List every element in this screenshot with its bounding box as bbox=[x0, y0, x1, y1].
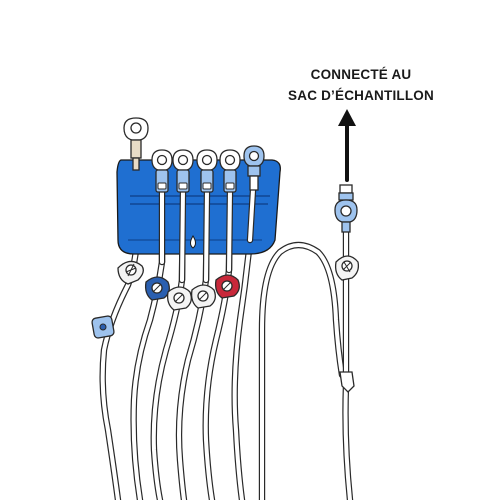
pinch-clamp-icon bbox=[334, 255, 360, 281]
pinch-clamp-icon bbox=[190, 284, 216, 309]
callout-line-1: CONNECTÉ AU bbox=[310, 67, 412, 82]
callout-label: CONNECTÉ AU SAC D’ÉCHANTILLON bbox=[283, 64, 439, 106]
inline-connector-icon bbox=[91, 315, 115, 339]
luer-connector-icon bbox=[123, 117, 149, 171]
organizer-clips bbox=[157, 182, 235, 190]
pinch-clamp-icon bbox=[166, 286, 192, 311]
arrow-up-icon bbox=[338, 109, 356, 182]
hanger-hole bbox=[190, 235, 196, 249]
tubing-over-organizer bbox=[158, 186, 257, 284]
luer-connector-icon bbox=[243, 145, 265, 191]
pinch-clamp-icon bbox=[144, 276, 170, 301]
sample-connector-icon bbox=[334, 184, 358, 233]
pinch-clamp-icon bbox=[117, 260, 144, 285]
pinch-clamp-icon bbox=[214, 274, 240, 299]
y-junction bbox=[339, 371, 355, 393]
callout-line-2: SAC D’ÉCHANTILLON bbox=[288, 88, 434, 103]
